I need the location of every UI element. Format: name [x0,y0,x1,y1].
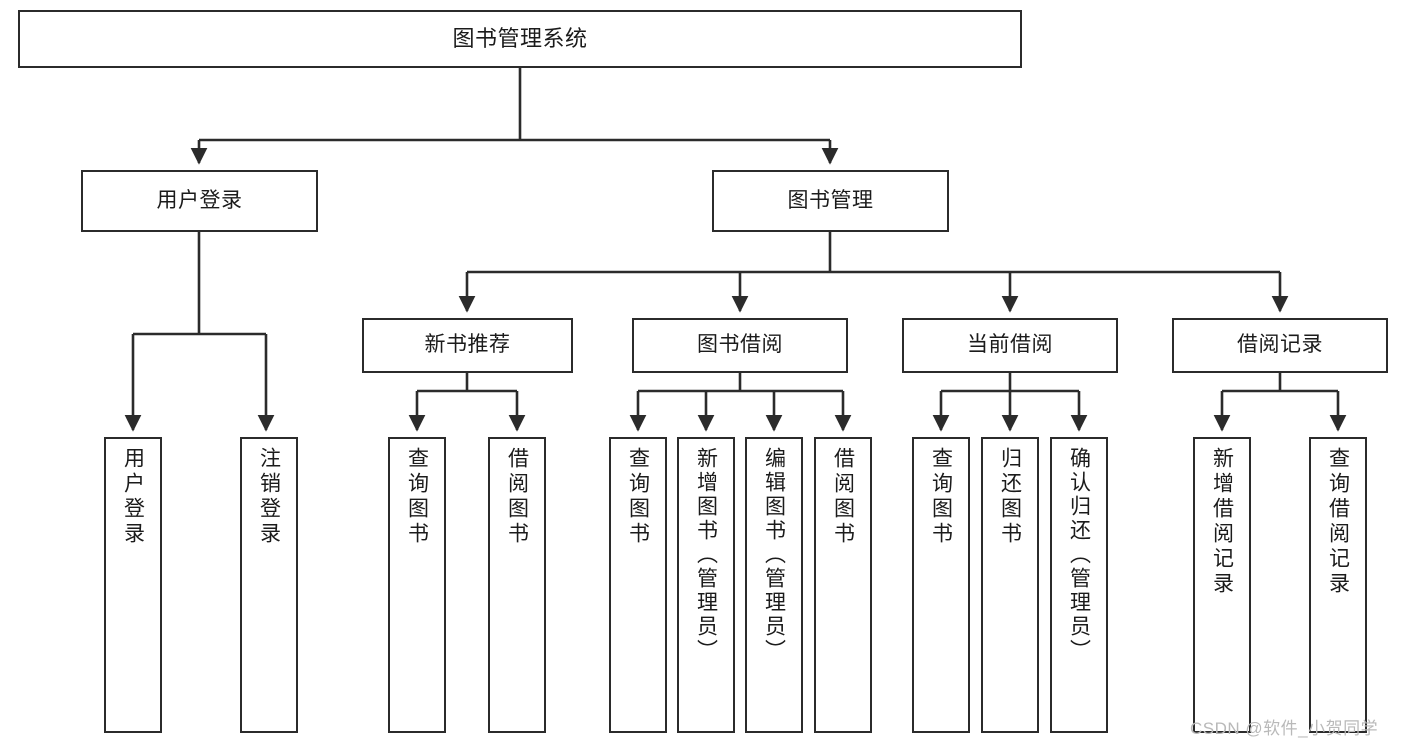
node-label: 新增借阅记录 [1210,447,1234,597]
node-new-book-recommend[interactable]: 新书推荐 [362,318,573,373]
node-label: 图书管理 [787,188,874,212]
leaf-query-book-current[interactable]: 查询图书 [912,437,970,733]
node-book-manage[interactable]: 图书管理 [712,170,949,232]
node-label: 新增图书（管理员） [694,447,718,663]
leaf-add-book-admin[interactable]: 新增图书（管理员） [677,437,735,733]
node-label: 查询图书 [405,447,429,547]
leaf-return-book[interactable]: 归还图书 [981,437,1039,733]
node-current-borrow[interactable]: 当前借阅 [902,318,1118,373]
leaf-confirm-return-admin[interactable]: 确认归还（管理员） [1050,437,1108,733]
node-label: 借阅记录 [1237,333,1323,357]
node-label: 借阅图书 [831,447,855,547]
node-label: 查询借阅记录 [1326,447,1350,597]
node-label: 当前借阅 [967,333,1053,357]
leaf-logout-login[interactable]: 注销登录 [240,437,298,733]
leaf-query-borrow-record[interactable]: 查询借阅记录 [1309,437,1367,733]
node-label: 查询图书 [929,447,953,547]
leaf-borrow-book-recommend[interactable]: 借阅图书 [488,437,546,733]
leaf-edit-book-admin[interactable]: 编辑图书（管理员） [745,437,803,733]
node-root-system[interactable]: 图书管理系统 [18,10,1022,68]
leaf-query-book-borrow[interactable]: 查询图书 [609,437,667,733]
node-label: 确认归还（管理员） [1067,447,1091,663]
node-label: 用户登录 [121,447,145,547]
node-label: 借阅图书 [505,447,529,547]
node-borrow-record[interactable]: 借阅记录 [1172,318,1388,373]
node-label: 编辑图书（管理员） [762,447,786,663]
node-user-login[interactable]: 用户登录 [81,170,318,232]
node-label: 归还图书 [998,447,1022,547]
node-label: 图书借阅 [697,333,783,357]
node-book-borrow[interactable]: 图书借阅 [632,318,848,373]
node-label: 图书管理系统 [452,26,588,52]
leaf-add-borrow-record[interactable]: 新增借阅记录 [1193,437,1251,733]
leaf-user-login[interactable]: 用户登录 [104,437,162,733]
node-label: 用户登录 [156,188,243,212]
leaf-query-book-recommend[interactable]: 查询图书 [388,437,446,733]
node-label: 注销登录 [257,447,281,547]
leaf-borrow-book[interactable]: 借阅图书 [814,437,872,733]
node-label: 查询图书 [626,447,650,547]
node-label: 新书推荐 [424,333,511,357]
csdn-watermark: CSDN @软件_小贺同学 [1190,719,1379,738]
